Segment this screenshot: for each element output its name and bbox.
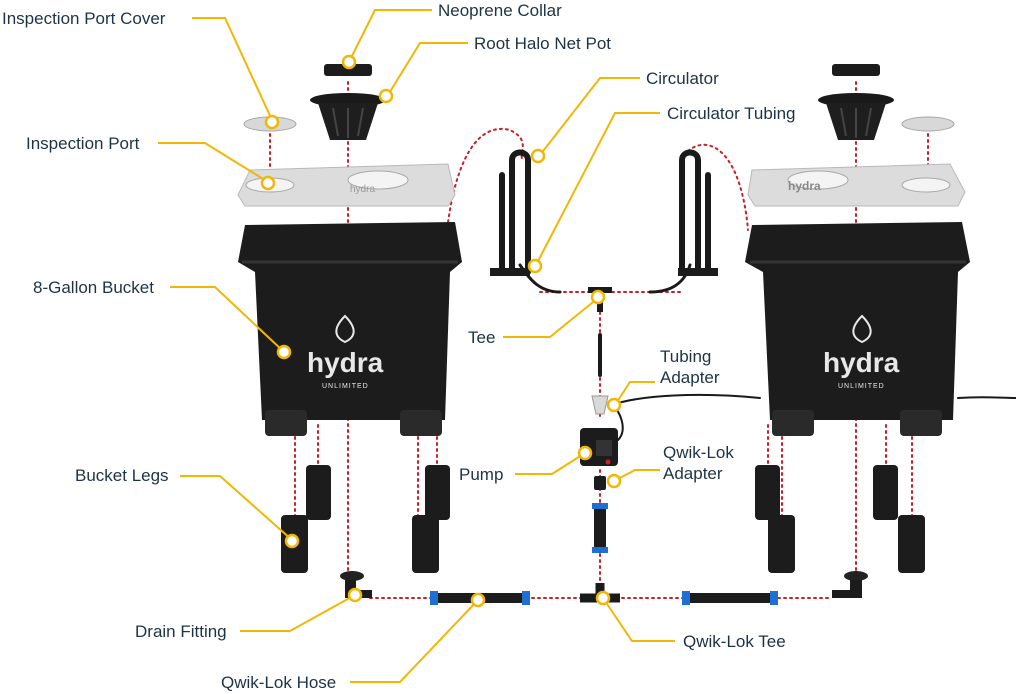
label-bucket-legs: Bucket Legs xyxy=(75,466,169,485)
ring-tubing-adapter xyxy=(606,397,622,413)
label-root-halo-net-pot: Root Halo Net Pot xyxy=(474,34,611,53)
ring-circulator-tubing xyxy=(527,258,543,274)
left-bucket-assembly: hydra hydra UNLIMITED xyxy=(237,64,462,598)
ring-pump xyxy=(577,445,593,461)
label-qwiklok-adapter-line2: Adapter xyxy=(663,464,723,483)
left-lid-brand: hydra xyxy=(350,184,375,195)
right-leaf-logo-icon xyxy=(852,314,872,344)
label-neoprene-collar: Neoprene Collar xyxy=(438,1,562,20)
label-circulator-tubing: Circulator Tubing xyxy=(667,104,796,123)
qwiklok-adapter-fitting xyxy=(594,476,606,490)
ring-bucket-legs xyxy=(284,533,300,549)
left-leg-2 xyxy=(425,465,450,520)
right-bucket-assembly: hydra hydra UNLIMITED xyxy=(745,64,1016,598)
label-inspection-port: Inspection Port xyxy=(26,134,140,153)
left-leaf-logo-icon xyxy=(335,314,355,344)
right-lid-brand: hydra xyxy=(788,179,821,193)
right-bucket-tagline: UNLIMITED xyxy=(838,383,885,390)
callout-rings xyxy=(260,54,622,608)
ring-inspection-port-cover xyxy=(264,114,280,130)
right-leg-2 xyxy=(873,465,898,520)
right-leg-1 xyxy=(755,465,780,520)
left-bucket-tagline: UNLIMITED xyxy=(322,383,369,390)
label-drain-fitting: Drain Fitting xyxy=(135,622,227,641)
ring-qwiklok-adapter xyxy=(606,473,622,489)
ring-net-pot xyxy=(378,88,394,104)
ring-bucket xyxy=(276,344,292,360)
right-leg-4 xyxy=(898,515,925,573)
left-bucket-brand: hydra xyxy=(307,347,384,378)
right-leg-3 xyxy=(768,515,795,573)
ring-inspection-port xyxy=(260,175,276,191)
left-neoprene-collar xyxy=(324,64,372,76)
right-drain-fitting xyxy=(832,580,862,598)
label-qwiklok-adapter-line1: Qwik-Lok xyxy=(663,443,734,462)
ring-qwiklok-tee xyxy=(595,590,611,606)
label-circulator: Circulator xyxy=(646,69,719,88)
left-leg-4 xyxy=(412,515,439,573)
ring-tee xyxy=(590,289,606,305)
label-qwiklok-tee: Qwik-Lok Tee xyxy=(683,632,786,651)
part-labels: Inspection Port Cover Neoprene Collar Ro… xyxy=(2,1,796,692)
label-8-gallon-bucket: 8-Gallon Bucket xyxy=(33,278,154,297)
right-neoprene-collar xyxy=(832,64,880,76)
label-tubing-adapter-line1: Tubing xyxy=(660,347,711,366)
label-tubing-adapter-line2: Adapter xyxy=(660,368,720,387)
leader-lines xyxy=(158,9,675,683)
ring-circulator xyxy=(530,148,546,164)
label-inspection-port-cover: Inspection Port Cover xyxy=(2,9,166,28)
ring-qwiklok-hose xyxy=(470,592,486,608)
right-inspection-port-cover xyxy=(901,116,955,132)
label-qwiklok-hose: Qwik-Lok Hose xyxy=(221,673,336,692)
tubing-adapter xyxy=(591,395,609,415)
ring-neoprene-collar xyxy=(341,54,357,70)
label-tee: Tee xyxy=(468,328,495,347)
ring-drain-fitting xyxy=(347,587,363,603)
label-pump: Pump xyxy=(459,465,503,484)
right-bucket-brand: hydra xyxy=(823,347,900,378)
circulators xyxy=(490,149,761,415)
left-leg-1 xyxy=(306,465,331,520)
pump xyxy=(580,404,624,603)
